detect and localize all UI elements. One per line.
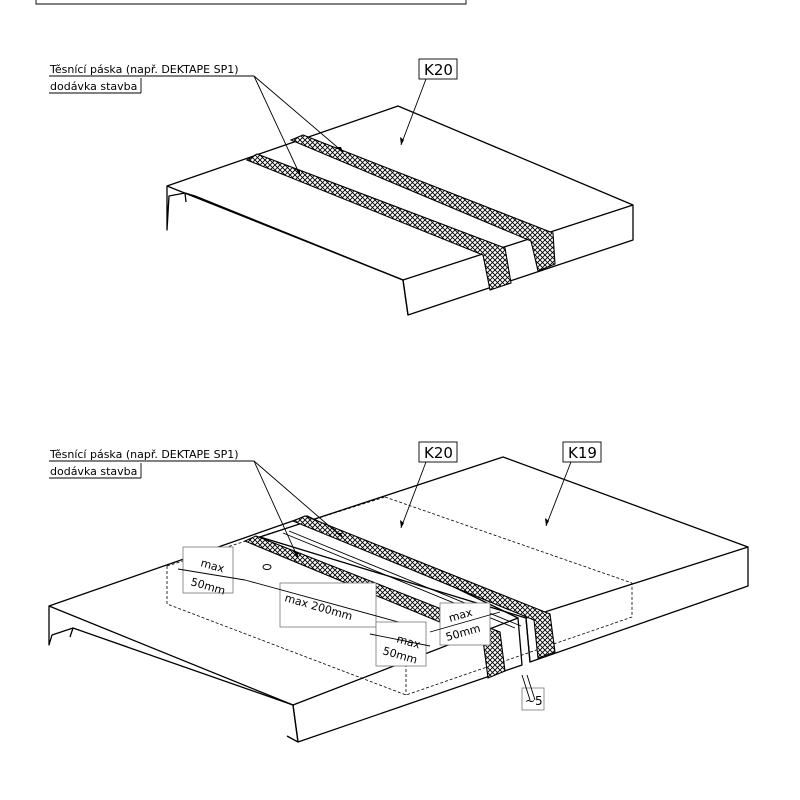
top-k20-label: K20 [400,58,458,146]
top-tape-left [245,153,512,291]
bottom-detail: Těsnící páska (např. DEKTAPE SP1) dodávk… [48,441,749,743]
svg-text:~5: ~5 [525,694,543,708]
svg-text:K20: K20 [424,61,453,79]
gap-dimension: ~5 [521,674,545,711]
bottom-callout: Těsnící páska (např. DEKTAPE SP1) dodávk… [49,448,344,559]
bottom-callout-line1: Těsnící páska (např. DEKTAPE SP1) [49,448,239,461]
dimension-max-50mm-middle: max 50mm [369,621,431,667]
top-tape-right [289,134,556,272]
bottom-panel-k19 [259,456,749,663]
top-callout: Těsnící páska (např. DEKTAPE SP1) dodávk… [49,63,344,176]
bottom-tape-right [291,515,556,659]
top-panel-k20 [166,105,634,316]
svg-text:K20: K20 [424,444,453,462]
bottom-k19-label: K19 [545,441,602,527]
svg-text:max: max [395,632,422,651]
dimension-max-50mm-right: max 50mm [429,602,501,646]
svg-text:max: max [447,606,474,625]
top-detail: Těsnící páska (např. DEKTAPE SP1) dodávk… [49,58,634,316]
dimension-max-50mm-left: max 50mm [177,546,246,598]
bottom-callout-line2: dodávka stavba [50,465,137,478]
screw-head-1 [262,564,272,570]
title-block-edge [35,0,467,5]
dimension-max-200mm: max 200mm [244,579,414,628]
svg-text:max: max [199,556,226,575]
bottom-k20-label: K20 [400,441,458,529]
svg-text:K19: K19 [568,444,597,462]
top-callout-line2: dodávka stavba [50,80,137,93]
top-callout-line1: Těsnící páska (např. DEKTAPE SP1) [49,63,239,76]
